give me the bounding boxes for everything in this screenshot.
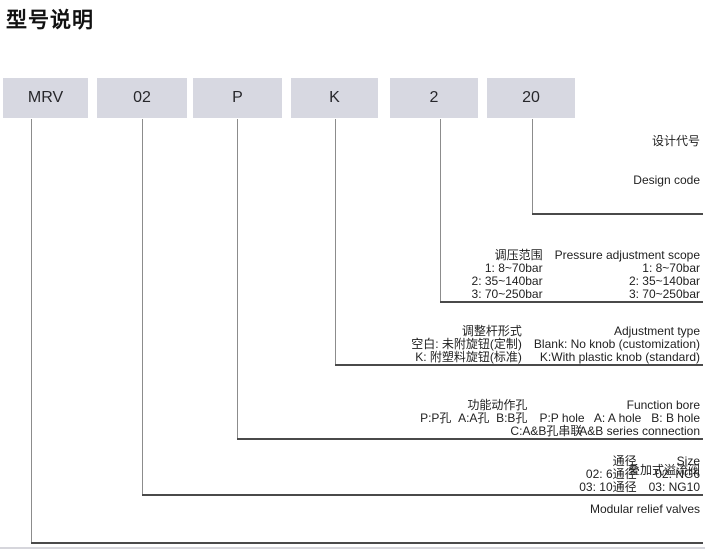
pressure-scope-block: 调压范围 Pressure adjustment scope 1: 8~70ba… xyxy=(472,249,700,301)
pressure-scope-option-en: 2: 35~140bar xyxy=(628,274,700,288)
function-bore-option-en: A&B series connection xyxy=(579,424,700,438)
pressure-scope-option-en: 3: 70~250bar xyxy=(628,287,700,301)
adjustment-type-header-cn: 调整杆形式 xyxy=(461,324,522,338)
connector-vline-adjustment xyxy=(335,119,336,366)
pressure-scope-option-cn: 2: 35~140bar xyxy=(471,274,543,288)
connector-vline-design xyxy=(532,119,533,215)
code-box-pressure: 2 xyxy=(390,78,478,118)
connector-vline-pressure xyxy=(440,119,441,303)
size-option-cn: 03: 10通径 xyxy=(579,480,637,494)
product-name-en: Modular relief valves xyxy=(589,502,700,516)
connector-vline-function xyxy=(237,119,238,440)
connector-hline-adjustment xyxy=(335,364,703,366)
connector-hline-design xyxy=(532,213,703,215)
function-bore-header-en: Function bore xyxy=(626,398,700,412)
code-box-size: 02 xyxy=(97,78,187,118)
size-option-cn: 02: 6通径 xyxy=(585,467,637,481)
adjustment-type-option-cn: 空白: 未附旋钮(定制) xyxy=(411,337,522,351)
function-bore-option-cn: P:P孔 A:A孔 B:B孔 xyxy=(420,411,528,425)
function-bore-block: 功能动作孔 Function bore P:P孔 A:A孔 B:B孔 P:P h… xyxy=(420,399,700,438)
code-box-adjustment: K xyxy=(291,78,378,118)
code-box-function: P xyxy=(193,78,282,118)
pressure-scope-option-cn: 1: 8~70bar xyxy=(484,261,543,275)
page-bottom-divider xyxy=(0,547,705,549)
function-bore-option-en: P:P hole A: A hole B: B hole xyxy=(539,411,700,425)
function-bore-header-cn: 功能动作孔 xyxy=(467,398,528,412)
size-header-en: Size xyxy=(676,454,700,468)
pressure-scope-option-en: 1: 8~70bar xyxy=(642,261,700,275)
function-bore-option-cn: C:A&B孔串联 xyxy=(510,424,583,438)
adjustment-type-block: 调整杆形式 Adjustment type 空白: 未附旋钮(定制) Blank… xyxy=(411,325,700,364)
connector-hline-pressure xyxy=(440,301,703,303)
pressure-scope-header-en: Pressure adjustment scope xyxy=(554,248,700,262)
design-code-label-en: Design code xyxy=(633,173,700,187)
code-box-design: 20 xyxy=(487,78,575,118)
connector-vline-mrv xyxy=(31,119,32,544)
adjustment-type-option-cn: K: 附塑料旋钮(标准) xyxy=(415,350,522,364)
connector-hline-mrv xyxy=(31,542,703,544)
pressure-scope-header-cn: 调压范围 xyxy=(494,248,543,262)
pressure-scope-option-cn: 3: 70~250bar xyxy=(471,287,543,301)
product-name-cn: 叠加式溢流阀 xyxy=(627,463,700,477)
page-title: 型号说明 xyxy=(6,9,94,32)
adjustment-type-option-en: Blank: No knob (customization) xyxy=(533,337,700,351)
connector-hline-function xyxy=(237,438,703,440)
connector-hline-size xyxy=(142,494,703,496)
design-code-label-cn: 设计代号 xyxy=(651,134,700,148)
product-name-block: 叠加式溢流阀 Modular relief valves xyxy=(590,438,700,542)
size-block: 通径 Size 02: 6通径 02: NG6 03: 10通径 03: NG1… xyxy=(579,455,700,494)
adjustment-type-header-en: Adjustment type xyxy=(613,324,700,338)
connector-vline-size xyxy=(142,119,143,496)
size-option-en: 02: NG6 xyxy=(655,467,700,481)
size-header-cn: 通径 xyxy=(612,454,637,468)
design-code-block: 设计代号 Design code xyxy=(633,109,700,213)
size-option-en: 03: NG10 xyxy=(648,480,700,494)
adjustment-type-option-en: K:With plastic knob (standard) xyxy=(539,350,700,364)
code-box-mrv: MRV xyxy=(3,78,88,118)
